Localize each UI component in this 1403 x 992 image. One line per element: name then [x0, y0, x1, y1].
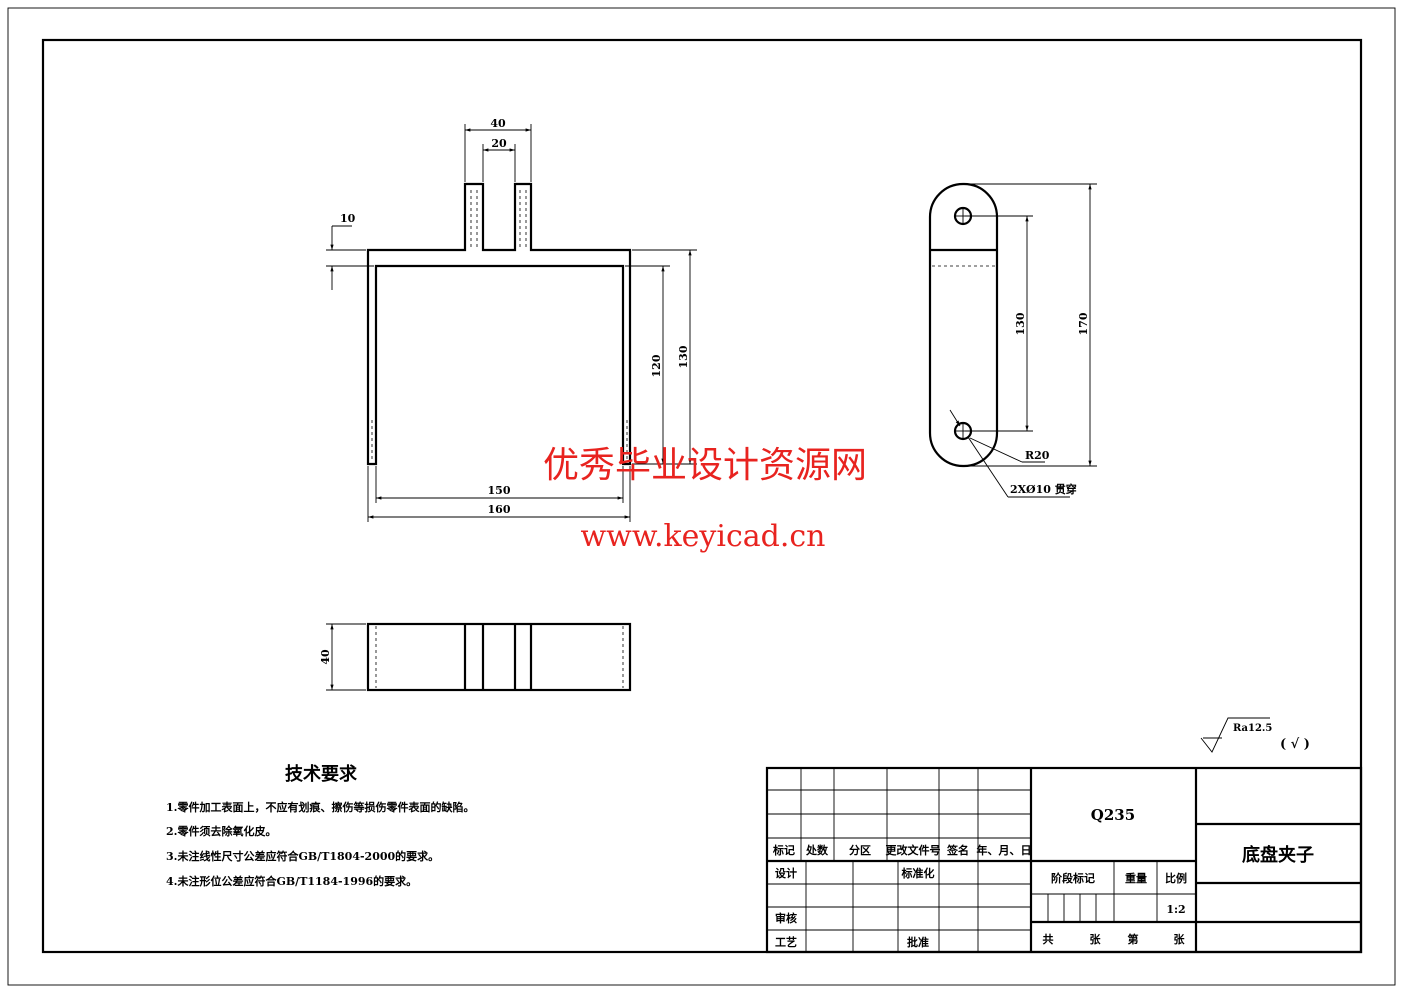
tb-review: 审核	[775, 911, 797, 925]
tb-scale-label: 比例	[1165, 871, 1187, 885]
roughness-value: Ra12.5	[1233, 723, 1272, 734]
watermark-title: 优秀毕业设计资源网	[543, 445, 867, 486]
tech-req-item: 2.零件须去除氧化皮。	[166, 824, 276, 838]
tech-req-item: 4.未注形位公差应符合GB/T1184-1996的要求。	[166, 874, 417, 888]
tb-header-count: 处数	[805, 843, 829, 857]
dim-150: 150	[488, 484, 511, 497]
holes-label: 2XØ10 贯穿	[1010, 482, 1077, 496]
tb-header-date: 年、月、日	[977, 843, 1032, 857]
tb-scale: 1:2	[1166, 903, 1185, 916]
tb-stage-mark: 阶段标记	[1051, 871, 1095, 885]
tb-design: 设计	[775, 866, 797, 880]
tb-part-name: 底盘夹子	[1242, 844, 1314, 866]
dim-130: 130	[677, 345, 690, 368]
dim-160: 160	[488, 503, 511, 516]
dim-10: 10	[340, 212, 356, 225]
side-view: 130 170 R20 2XØ10 贯穿	[928, 182, 1097, 498]
tb-header-sign: 签名	[946, 843, 969, 857]
tech-req-title: 技术要求	[285, 763, 358, 785]
watermark-url: www.keyicad.cn	[580, 519, 825, 554]
tb-total: 共	[1043, 932, 1054, 946]
radius-label: R20	[1025, 449, 1050, 462]
dim-20: 20	[491, 137, 507, 150]
tb-header-zone: 分区	[849, 843, 871, 857]
tb-weight: 重量	[1125, 871, 1147, 885]
side-dim-130: 130	[1014, 312, 1027, 335]
tech-req-item: 3.未注线性尺寸公差应符合GB/T1804-2000的要求。	[166, 849, 439, 863]
tb-standardize: 标准化	[901, 866, 935, 880]
front-view: 40 20 10 120 130 150 160	[326, 117, 697, 522]
bottom-dim-40: 40	[319, 649, 332, 665]
tb-sheets-2: 张	[1174, 932, 1186, 946]
tb-sheets: 张	[1090, 932, 1102, 946]
tb-approve: 批准	[907, 935, 929, 949]
tb-header-docno: 更改文件号	[886, 843, 941, 857]
tech-req-item: 1.零件加工表面上，不应有划痕、擦伤等损伤零件表面的缺陷。	[166, 800, 474, 814]
bottom-view: 40	[319, 622, 632, 692]
dim-120: 120	[650, 354, 663, 377]
title-block: 标记 处数 分区 更改文件号 签名 年、月、日 设计 标准化 审核 工艺 批准 …	[765, 766, 1363, 954]
roughness-other: ( √ )	[1280, 737, 1310, 752]
tb-process: 工艺	[775, 935, 797, 949]
surface-finish-symbol: Ra12.5 ( √ )	[1200, 717, 1310, 753]
drawing-frame	[41, 38, 1363, 954]
tb-material: Q235	[1091, 806, 1135, 824]
side-dim-170: 170	[1077, 312, 1090, 335]
dim-40: 40	[490, 117, 506, 130]
tb-header-mark: 标记	[772, 843, 795, 857]
tb-sheet-no: 第	[1128, 932, 1139, 946]
sheet-border	[7, 7, 1396, 986]
